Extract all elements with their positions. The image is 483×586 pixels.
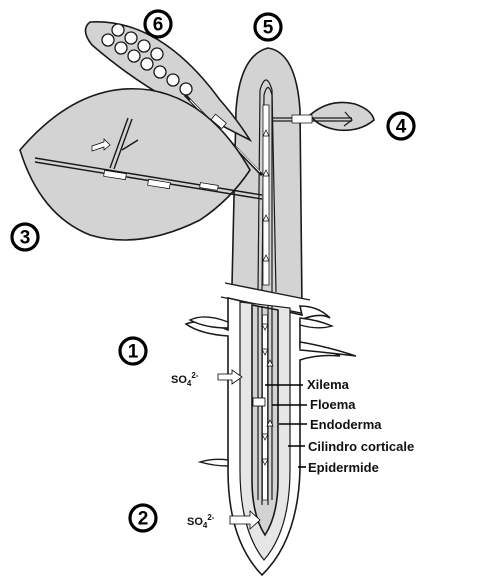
leaf-4-transport-arrow bbox=[292, 115, 312, 123]
svg-text:5: 5 bbox=[263, 18, 274, 39]
marker-6: 6 bbox=[145, 11, 171, 37]
label-floema: Floema bbox=[310, 397, 356, 412]
svg-text:4: 4 bbox=[396, 117, 407, 138]
svg-text:6: 6 bbox=[153, 15, 164, 36]
leaf-4 bbox=[310, 102, 374, 130]
marker-4: 4 bbox=[388, 113, 414, 139]
label-epidermide: Epidermide bbox=[308, 460, 379, 475]
label-endoderma: Endoderma bbox=[310, 417, 382, 432]
marker-2: 2 bbox=[130, 505, 156, 531]
label-cilindro-corticale: Cilindro corticale bbox=[308, 439, 414, 454]
label-xilema: Xilema bbox=[307, 377, 350, 392]
sulfate-label-upper: SO42- bbox=[171, 371, 199, 388]
svg-text:1: 1 bbox=[128, 342, 139, 363]
sulfate-label-lower: SO42- bbox=[187, 513, 215, 530]
svg-text:2: 2 bbox=[138, 509, 149, 530]
marker-1: 1 bbox=[120, 338, 146, 364]
marker-5: 5 bbox=[255, 14, 281, 40]
svg-text:3: 3 bbox=[20, 228, 31, 249]
marker-3: 3 bbox=[12, 224, 38, 250]
